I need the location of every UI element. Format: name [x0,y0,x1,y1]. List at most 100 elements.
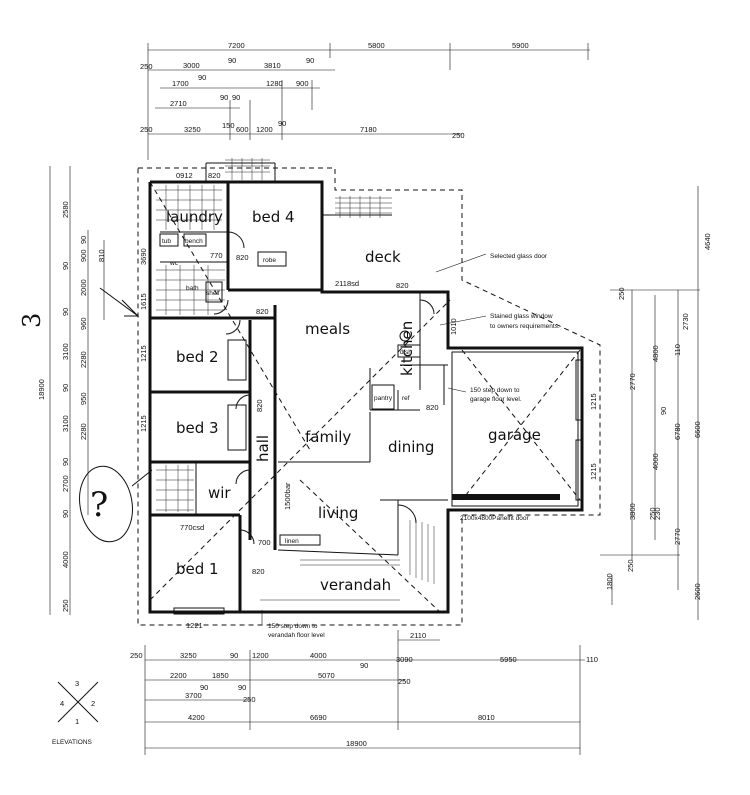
dim-top-90d: 90 [220,93,228,102]
dim-top-900: 900 [296,79,309,88]
room-labels: laundry bed 4 deck meals kitchen bed 2 b… [166,208,541,594]
dim-top-5800: 5800 [368,41,385,50]
dim-bottom-90a: 90 [230,651,238,660]
dim-right-4000: 4000 [651,453,660,470]
dim-top-250a: 250 [140,62,153,71]
dim-820-c: 820 [396,281,409,290]
dim-bottom-90b: 90 [360,661,368,670]
top-dimensions: 7200 5800 5900 250 3000 90 3810 90 1700 … [140,41,590,160]
fixture-tub: tub [162,238,171,245]
dim-1215-garage-b: 1215 [589,463,598,480]
dim-820-e: 820 [426,403,439,412]
room-wc: wc [169,260,179,267]
dim-left-3100b: 3100 [61,415,70,432]
dim-bottom-2200: 2200 [170,671,187,680]
dim-top-90b: 90 [306,56,314,65]
bath-tiles [156,265,225,315]
compass-right: 2 [91,699,95,708]
verandah-hatch [260,520,435,601]
elevations-label: ELEVATIONS [52,739,93,746]
dim-bottom-4000: 4000 [310,651,327,660]
room-bed3: bed 3 [176,419,219,437]
dim-770csd: 770csd [180,523,204,532]
dim-top-600: 600 [236,125,249,134]
dim-left-90b: 90 [61,262,70,270]
dim-left-3100a: 3100 [61,343,70,360]
dim-bottom-6690: 6690 [310,713,327,722]
dim-right-1800: 1800 [605,573,614,590]
dim-820-b: 820 [236,253,249,262]
dim-820-f: 820 [252,567,265,576]
dim-bottom-250c: 250 [243,695,256,704]
dim-top-1200: 1200 [256,125,273,134]
dim-right-250a: 250 [617,287,626,300]
dim-left-950: 950 [79,392,88,405]
dim-top-90c: 90 [198,73,206,82]
dim-top-90a: 90 [228,56,236,65]
interior-dimensions: 0912 820 770 820 2118sd 820 820 820 1010… [176,171,598,630]
dim-right-110: 110 [673,344,682,356]
dim-right-3800: 3800 [628,503,637,520]
dim-right-4640: 4640 [703,233,712,250]
room-ref: ref [402,395,410,402]
dim-top-3810: 3810 [264,61,281,70]
dim-left-90f: 90 [61,510,70,518]
dim-bottom-1200: 1200 [252,651,269,660]
dim-top-2710: 2710 [170,99,187,108]
dim-770: 770 [210,251,223,260]
dim-bottom-1850: 1850 [212,671,229,680]
dim-left-1215a: 1215 [139,345,148,362]
fixture-shelf: shelf [206,290,220,297]
room-living: living [318,504,358,522]
dim-left-90d: 90 [61,384,70,392]
door-swings [213,231,435,545]
deck-stairs [335,196,392,218]
dim-left-900: 900 [79,249,88,262]
dim-left-90c: 90 [61,308,70,316]
dim-right-6780: 6780 [673,423,682,440]
fixture-robe: robe [263,257,276,264]
dim-top-90e: 90 [232,93,240,102]
fixture-linen: linen [285,538,299,545]
dim-bottom-8010: 8010 [478,713,495,722]
dim-bottom-3090: 3090 [396,655,413,664]
dim-1500bar: 1500bar [283,482,292,510]
dim-top-1700: 1700 [172,79,189,88]
note-glass-door: Selected glass door [490,253,548,260]
dim-bottom-110: 110 [586,655,598,664]
fixture-dish: dish [400,349,412,356]
room-bed1: bed 1 [176,560,219,578]
dim-right-230: 230 [653,507,662,520]
laundry-tiles [156,185,222,230]
note-stained-glass-1: Stained glass window [490,313,553,320]
fixtures: tub bench robe shelf linen dish [159,233,421,546]
note-step-garage-2: garage floor level. [470,396,522,403]
room-bed2: bed 2 [176,348,219,366]
dim-top-7200: 7200 [228,41,245,50]
dim-820-g: 820 [255,399,264,412]
dim-left-3690: 3690 [139,248,148,265]
room-wir: wir [208,484,231,502]
dim-bottom-3700: 3700 [185,691,202,700]
compass-bottom: 1 [75,717,79,726]
handwritten-question: ? [90,485,108,525]
compass-top: 3 [75,679,79,688]
dim-top-250c: 250 [452,131,465,140]
dim-right-250c: 250 [626,559,635,572]
dim-left-250: 250 [61,599,70,612]
dim-left-2580: 2580 [61,201,70,218]
dim-top-3000: 3000 [183,61,200,70]
dim-right-6600: 6600 [693,421,702,438]
room-pantry: pantry [374,395,393,402]
compass-left: 4 [60,699,64,708]
dim-1010: 1010 [449,318,458,335]
dim-left-2280a: 2280 [79,351,88,368]
dim-right-2770a: 2770 [628,373,637,390]
room-kitchen: kitchen [398,321,416,376]
dim-bottom-5070: 5070 [318,671,335,680]
dim-left-960: 960 [79,317,88,330]
dim-0912: 0912 [176,171,193,180]
elevation-compass: 3 4 2 1 ELEVATIONS [52,679,99,746]
dim-left-2000: 2000 [79,279,88,296]
